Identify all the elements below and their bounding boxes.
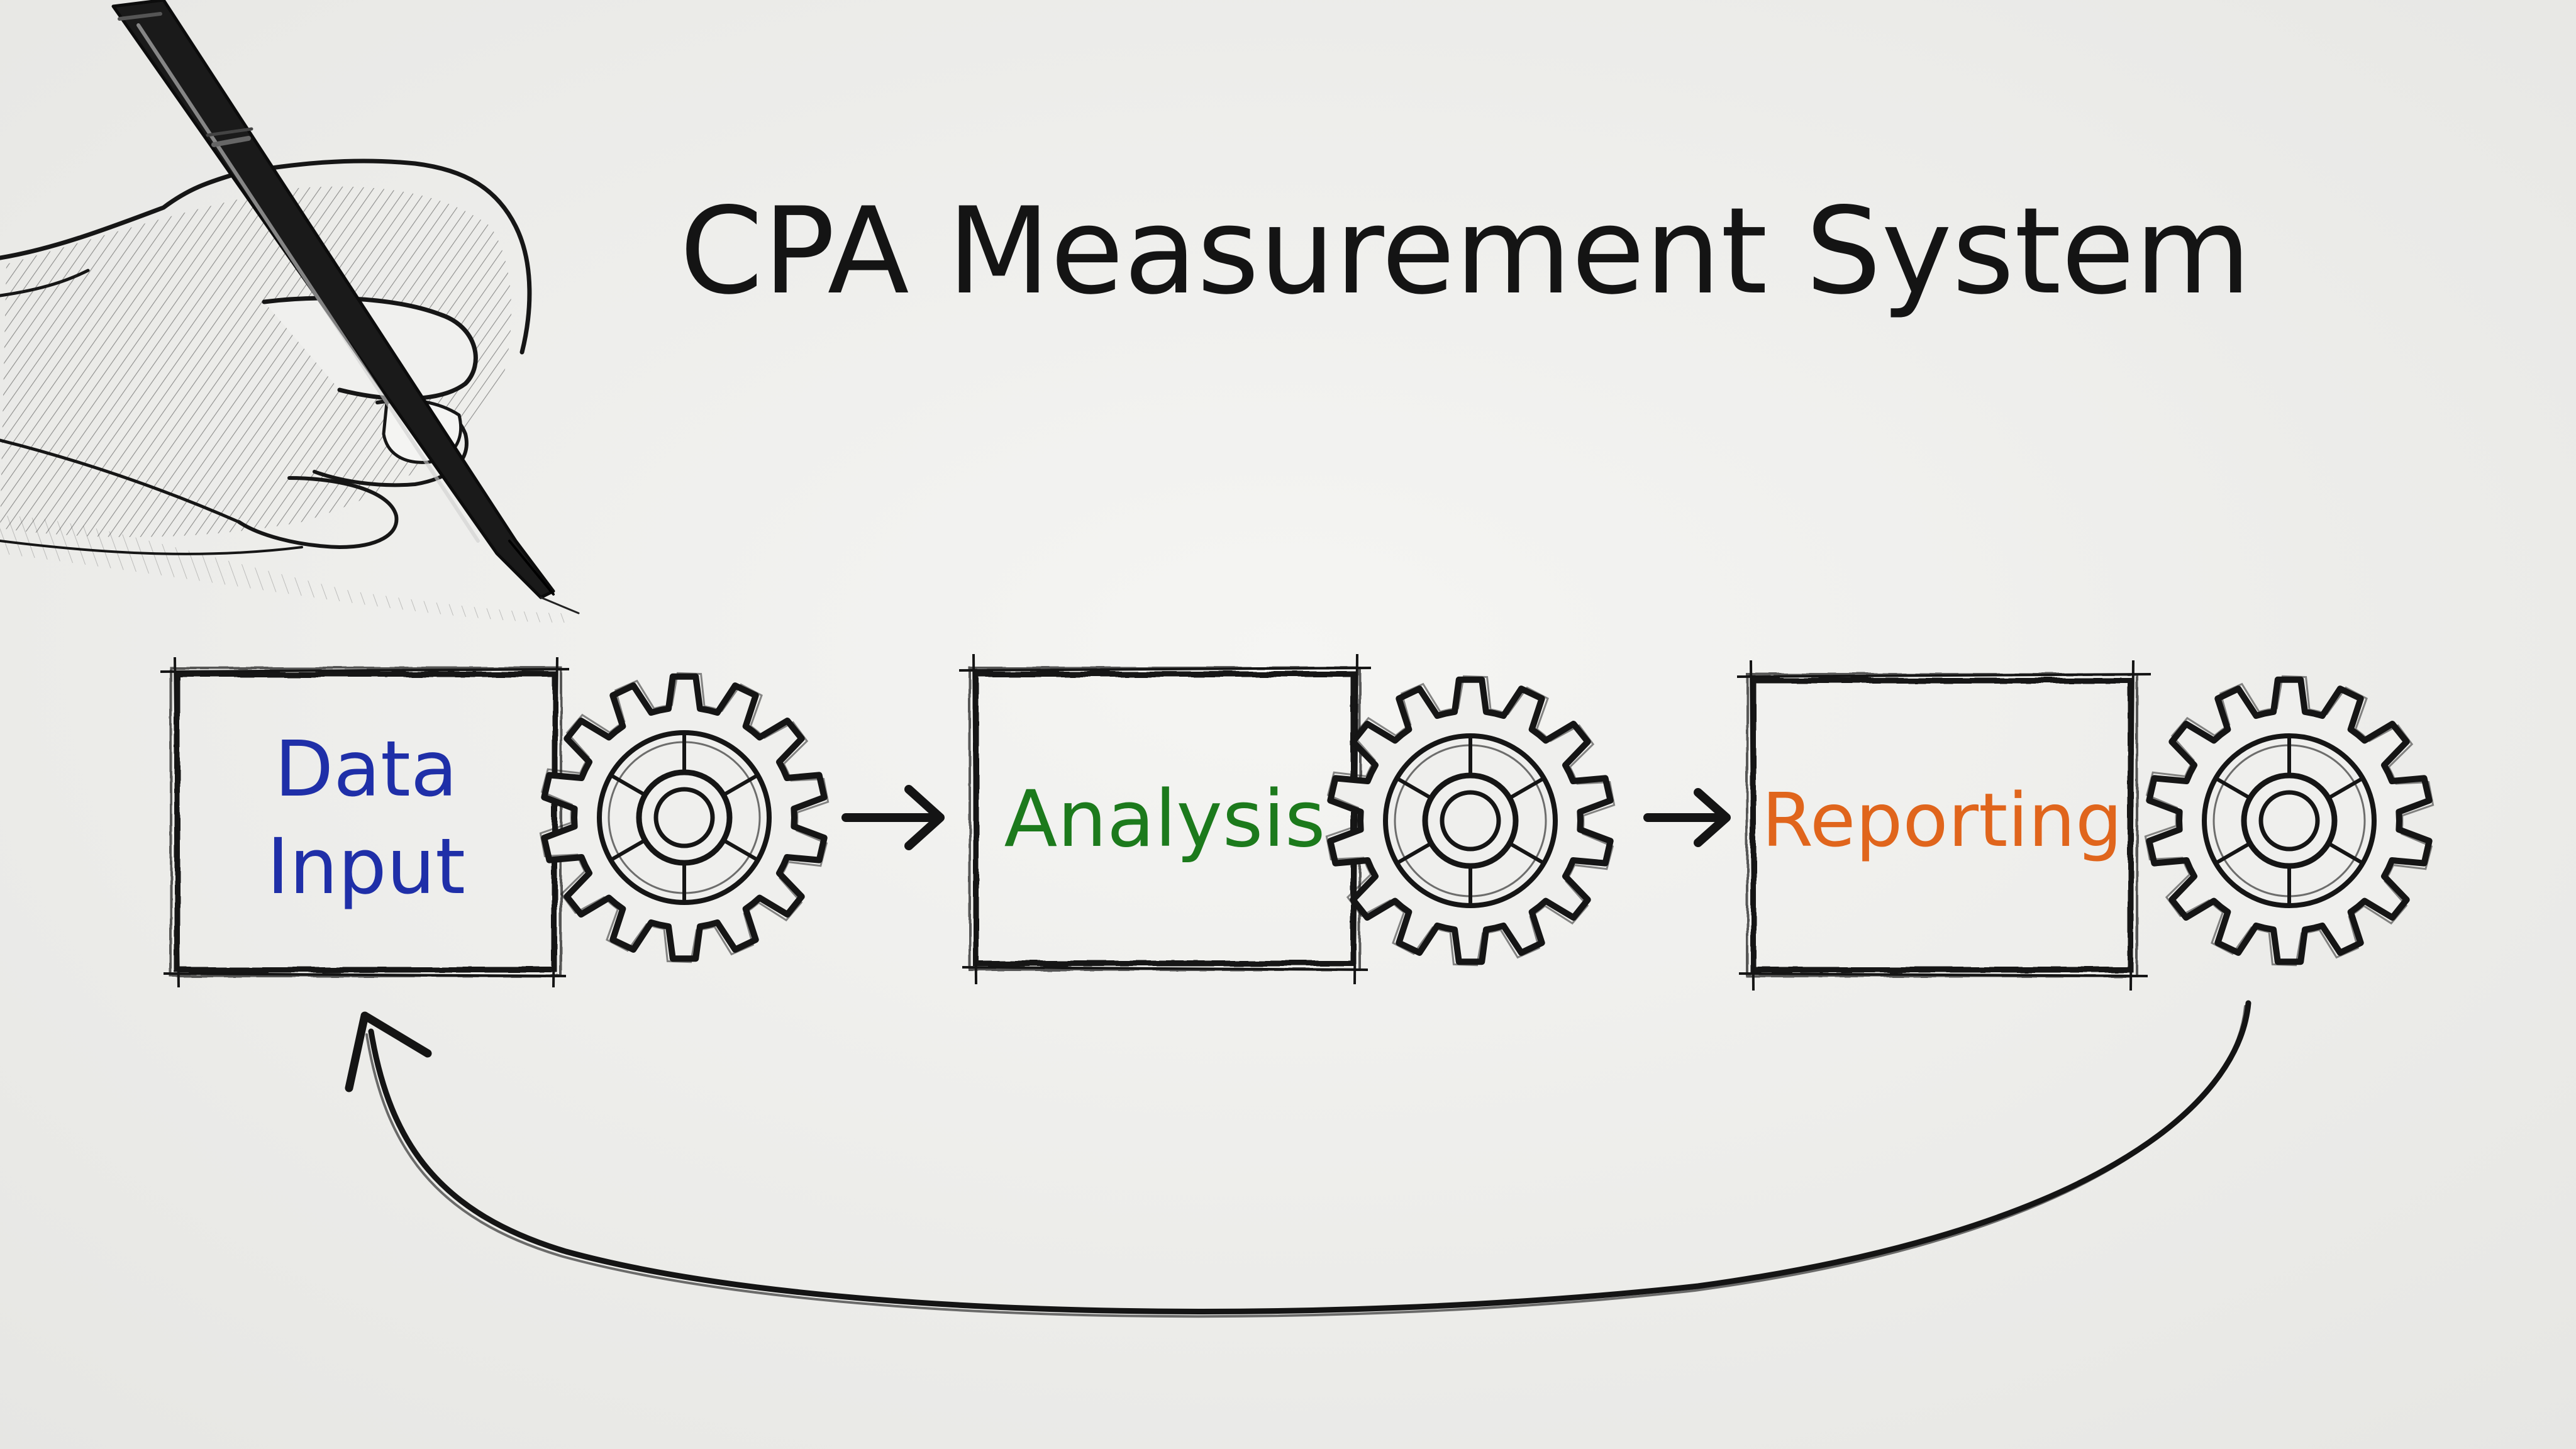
- step-label-input: Input: [267, 822, 465, 911]
- pen-illustration: [111, 0, 580, 614]
- step-box-data-input: Data Input: [160, 657, 570, 988]
- arrow-icon: [1643, 788, 1731, 847]
- step-label-data: Data: [274, 724, 457, 814]
- gear-icon: [1325, 675, 1616, 967]
- feedback-loop-arrow: [345, 1000, 2251, 1318]
- gear-icon: [539, 672, 830, 963]
- step-box-analysis: Analysis: [958, 653, 1372, 985]
- gear-icon: [2144, 675, 2434, 967]
- step-box-reporting: Reporting: [1736, 660, 2151, 991]
- step-label-analysis: Analysis: [1004, 774, 1326, 865]
- arrow-icon: [841, 785, 945, 850]
- step-label-reporting: Reporting: [1762, 777, 2123, 863]
- page-title: CPA Measurement System: [680, 182, 2251, 321]
